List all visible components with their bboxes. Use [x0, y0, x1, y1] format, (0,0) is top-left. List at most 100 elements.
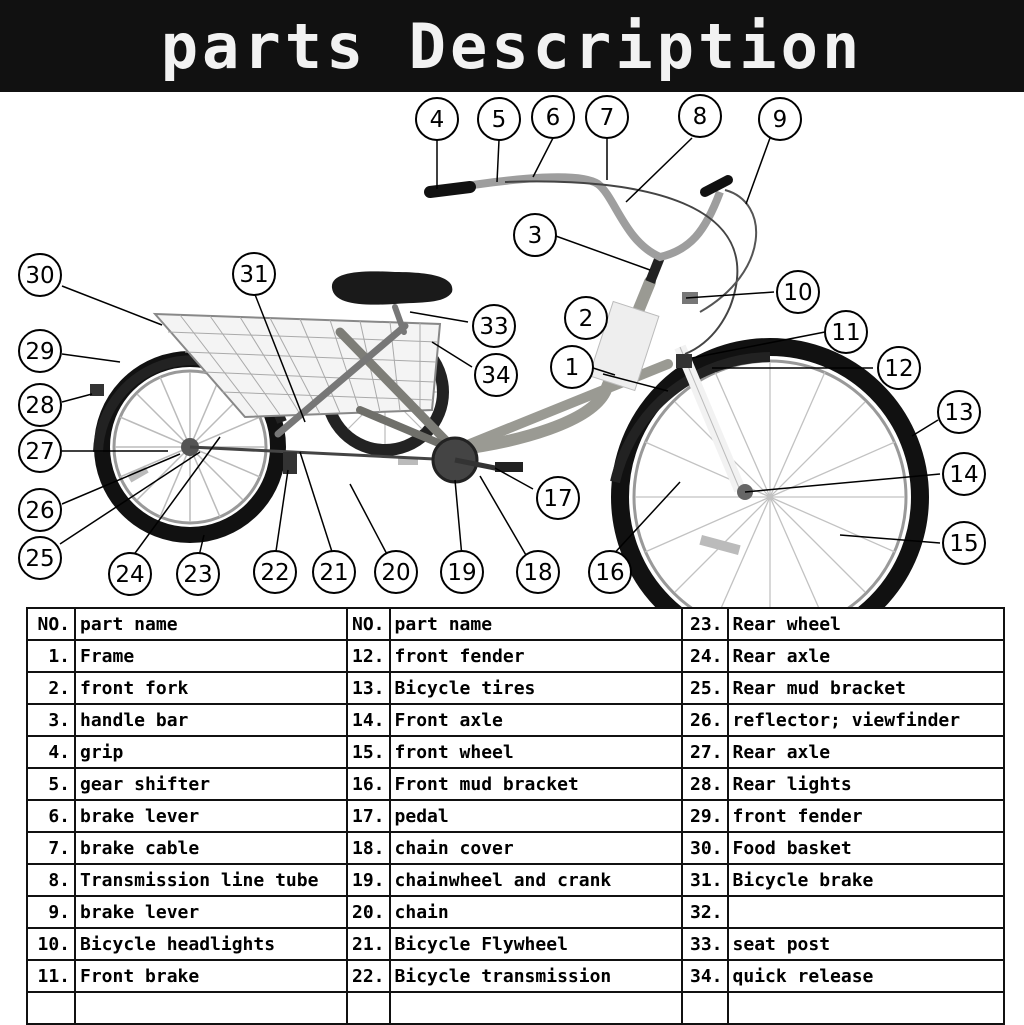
part-number-cell: [680, 991, 729, 1025]
callout-16: 16: [588, 550, 632, 594]
callout-5: 5: [477, 97, 521, 141]
callout-number: 29: [25, 339, 54, 365]
callout-circle: [516, 550, 560, 594]
callout-number: 1: [565, 355, 580, 381]
tricycle-diagram: 1234567891011121314151617181920212223242…: [18, 94, 986, 607]
front-fender: [610, 352, 771, 484]
part-number-cell: 24.: [680, 639, 729, 673]
part-name-cell: [726, 991, 1005, 1025]
callout-20: 20: [374, 550, 418, 594]
part-number-cell: 29.: [680, 799, 729, 833]
part-name-cell: chain cover: [388, 831, 683, 865]
callout-circle: [415, 97, 459, 141]
part-number-cell: NO.: [346, 607, 391, 641]
part-name-cell: pedal: [388, 799, 683, 833]
callout-23: 23: [176, 552, 220, 596]
part-name-cell: [74, 991, 348, 1025]
callout-circle: [942, 521, 986, 565]
callout-circle: [18, 383, 62, 427]
callout-circle: [440, 550, 484, 594]
part-name-cell: part name: [74, 607, 348, 641]
callout-circle: [18, 488, 62, 532]
callout-circle: [108, 552, 152, 596]
callout-number: 34: [481, 363, 510, 389]
callout-number: 26: [25, 498, 54, 524]
front-wheel-tire: [611, 338, 929, 607]
part-name-cell: Rear lights: [726, 767, 1005, 801]
front-fork-outline: [679, 346, 741, 491]
page-title: parts Description: [160, 9, 864, 83]
handle-bar: [439, 173, 724, 262]
rear-light: [90, 384, 104, 396]
stem: [645, 255, 665, 284]
part-number-cell: 18.: [346, 831, 391, 865]
part-number-cell: 34.: [680, 959, 729, 993]
callout-number: 28: [25, 393, 54, 419]
callout-circle: [18, 253, 62, 297]
part-number-cell: 16.: [346, 767, 391, 801]
part-name-cell: handle bar: [74, 703, 348, 737]
part-number-cell: 32.: [680, 895, 729, 929]
callout-8: 8: [678, 94, 722, 138]
leader-lines: [59, 137, 941, 563]
part-name-cell: reflector; viewfinder: [726, 703, 1005, 737]
callout-circle: [474, 353, 518, 397]
left-grip: [424, 181, 476, 198]
part-number-cell: 33.: [680, 927, 729, 961]
part-name-cell: Front brake: [74, 959, 348, 993]
callout-number: 16: [595, 560, 624, 586]
part-number-cell: 4.: [26, 735, 76, 769]
callout-number: 7: [600, 105, 615, 131]
callout-4: 4: [415, 97, 459, 141]
part-number-cell: 1.: [26, 639, 76, 673]
part-number-cell: [26, 991, 76, 1025]
callout-circle: [585, 95, 629, 139]
callout-number: 15: [949, 531, 978, 557]
part-name-cell: part name: [388, 607, 683, 641]
callout-9: 9: [758, 97, 802, 141]
part-number-cell: 28.: [680, 767, 729, 801]
part-name-cell: brake cable: [74, 831, 348, 865]
part-name-cell: Front mud bracket: [388, 767, 683, 801]
part-number-cell: 22.: [346, 959, 391, 993]
part-name-cell: chainwheel and crank: [388, 863, 683, 897]
callout-circle: [253, 550, 297, 594]
callout-number: 24: [115, 562, 144, 588]
callout-number: 33: [479, 314, 508, 340]
callout-29: 29: [18, 329, 62, 373]
right-grip: [700, 175, 733, 197]
callout-11: 11: [824, 310, 868, 354]
callout-3: 3: [513, 213, 557, 257]
callout-10: 10: [776, 270, 820, 314]
callout-number: 20: [381, 560, 410, 586]
part-number-cell: 10.: [26, 927, 76, 961]
callout-number: 13: [944, 400, 973, 426]
part-name-cell: [726, 895, 1005, 929]
front-reflector: [699, 534, 741, 556]
callout-number: 10: [783, 280, 812, 306]
callout-25: 25: [18, 536, 62, 580]
part-name-cell: Bicycle headlights: [74, 927, 348, 961]
callout-21: 21: [312, 550, 356, 594]
callout-number: 22: [260, 560, 289, 586]
part-name-cell: Front axle: [388, 703, 683, 737]
callout-number: 27: [25, 439, 54, 465]
callout-24: 24: [108, 552, 152, 596]
part-name-cell: gear shifter: [74, 767, 348, 801]
part-name-cell: brake lever: [74, 895, 348, 929]
callout-circle: [588, 550, 632, 594]
callout-18: 18: [516, 550, 560, 594]
callout-circle: [824, 310, 868, 354]
part-name-cell: grip: [74, 735, 348, 769]
part-number-cell: 21.: [346, 927, 391, 961]
callout-7: 7: [585, 95, 629, 139]
part-number-cell: [346, 991, 391, 1025]
callout-2: 2: [564, 296, 608, 340]
